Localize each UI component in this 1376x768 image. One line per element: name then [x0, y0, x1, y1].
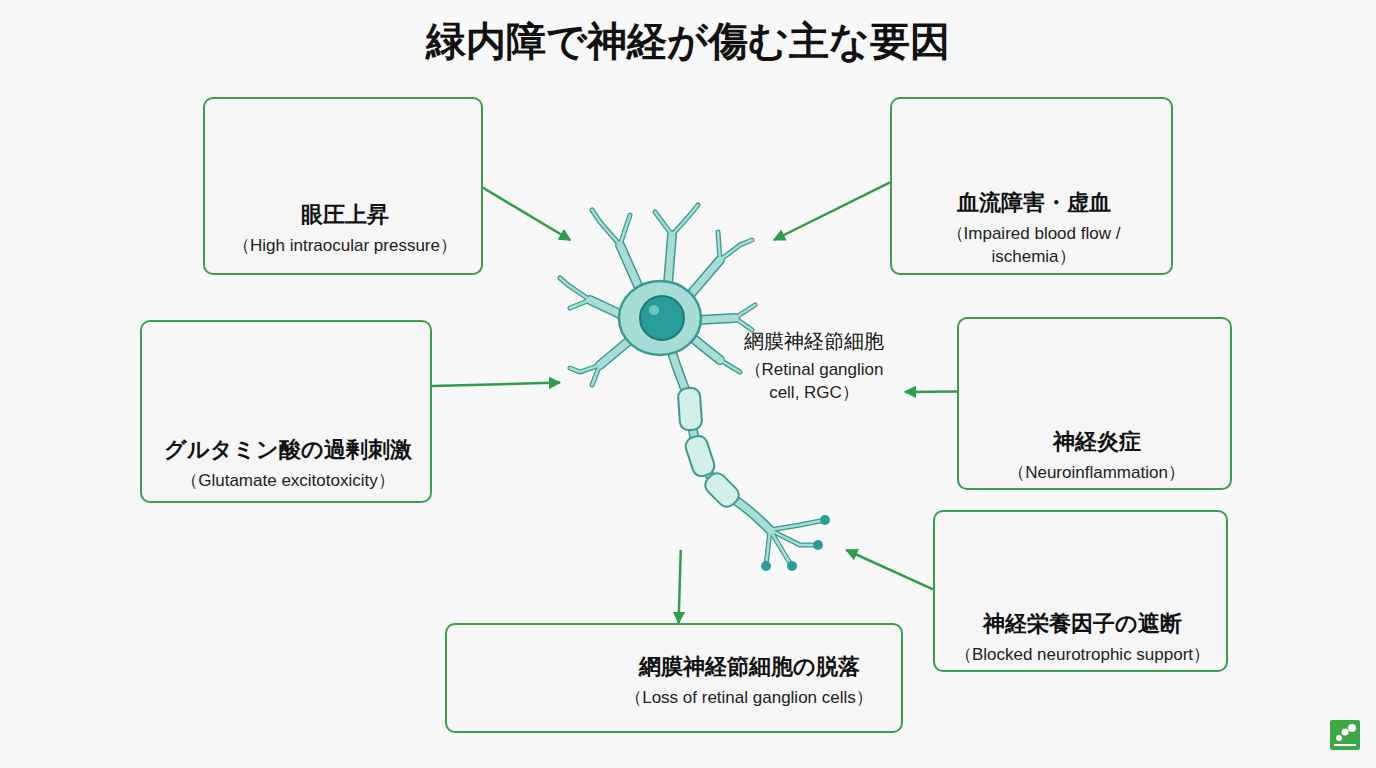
illustration-part — [1342, 729, 1349, 736]
illustration-part — [590, 235, 770, 530]
illustration-part — [640, 296, 684, 340]
cause-arrow — [432, 383, 560, 386]
illustration-part — [701, 469, 742, 510]
illustration-part — [761, 561, 771, 571]
node-heading: 血流障害・虚血 — [912, 189, 1155, 218]
node-subtitle: （Impaired blood flow / ischemia） — [912, 223, 1155, 269]
illustration-part — [678, 387, 703, 430]
text-block: 神経炎症 （Neuroinflammation） — [959, 428, 1234, 485]
cause-box: グルタミン酸の過剰刺激 （Glutamate excitotoxicity） — [140, 320, 432, 503]
text-block: 眼圧上昇 （High intraocular pressure） — [205, 201, 485, 258]
cause-arrow — [846, 550, 933, 589]
illustration-part — [560, 205, 755, 385]
text-block: 神経栄養因子の遮断 （Blocked neurotrophic support） — [935, 610, 1230, 667]
illustration-part — [560, 205, 755, 385]
node-heading: 神経栄養因子の遮断 — [935, 610, 1230, 639]
illustration-part — [619, 281, 701, 355]
illustration-part — [649, 305, 659, 315]
cause-box: 神経炎症 （Neuroinflammation） — [957, 317, 1232, 490]
illustration-part — [683, 434, 716, 479]
illustration-part — [1334, 744, 1356, 746]
node-subtitle: （Blocked neurotrophic support） — [935, 644, 1230, 667]
illustration-part — [590, 235, 770, 530]
node-subtitle: （Neuroinflammation） — [959, 462, 1234, 485]
node-heading: 眼圧上昇 — [205, 201, 485, 230]
node-subtitle: （Glutamate excitotoxicity） — [142, 470, 434, 493]
illustration-part — [813, 540, 823, 550]
cause-arrow — [679, 550, 681, 623]
cause-box: 血流障害・虚血 （Impaired blood flow / ischemia） — [890, 97, 1173, 275]
illustration-part — [766, 520, 825, 566]
diagram-title: 緑内障で神経が傷む主な要因 — [0, 14, 1376, 69]
result-box: 網膜神経節細胞の脱落 （Loss of retinal ganglion cell… — [445, 623, 903, 733]
node-heading: グルタミン酸の過剰刺激 — [142, 436, 434, 465]
node-subtitle: （High intraocular pressure） — [205, 235, 485, 258]
text-block: グルタミン酸の過剰刺激 （Glutamate excitotoxicity） — [142, 436, 434, 493]
illustration-part — [766, 520, 825, 566]
node-subtitle: （Loss of retinal ganglion cells） — [599, 687, 899, 710]
cause-arrow — [774, 182, 890, 240]
text-block: 網膜神経節細胞の脱落 （Loss of retinal ganglion cell… — [599, 653, 899, 710]
text-block: 血流障害・虚血 （Impaired blood flow / ischemia） — [912, 189, 1155, 268]
node-heading: 網膜神経節細胞の脱落 — [599, 653, 899, 682]
node-heading: 網膜神経節細胞 — [728, 328, 900, 354]
node-subtitle: （Retinal ganglion cell, RGC） — [728, 359, 900, 405]
node-heading: 神経炎症 — [959, 428, 1234, 457]
illustration-part — [787, 561, 797, 571]
cause-arrow — [483, 188, 570, 240]
cause-arrow — [905, 390, 957, 393]
neuron-node: 網膜神経節細胞 （Retinal ganglion cell, RGC） — [560, 240, 905, 550]
illustration-part — [590, 235, 735, 365]
illustration-part — [1336, 735, 1342, 741]
cause-box: 神経栄養因子の遮断 （Blocked neurotrophic support） — [933, 510, 1228, 672]
illustration-part — [590, 235, 735, 365]
logo-mark — [1330, 720, 1360, 750]
text-block: 網膜神経節細胞 （Retinal ganglion cell, RGC） — [728, 328, 900, 405]
illustration-part — [1330, 720, 1360, 750]
illustration-part — [820, 515, 830, 525]
cause-box: 眼圧上昇 （High intraocular pressure） — [203, 97, 483, 275]
illustration-part — [1348, 724, 1356, 732]
